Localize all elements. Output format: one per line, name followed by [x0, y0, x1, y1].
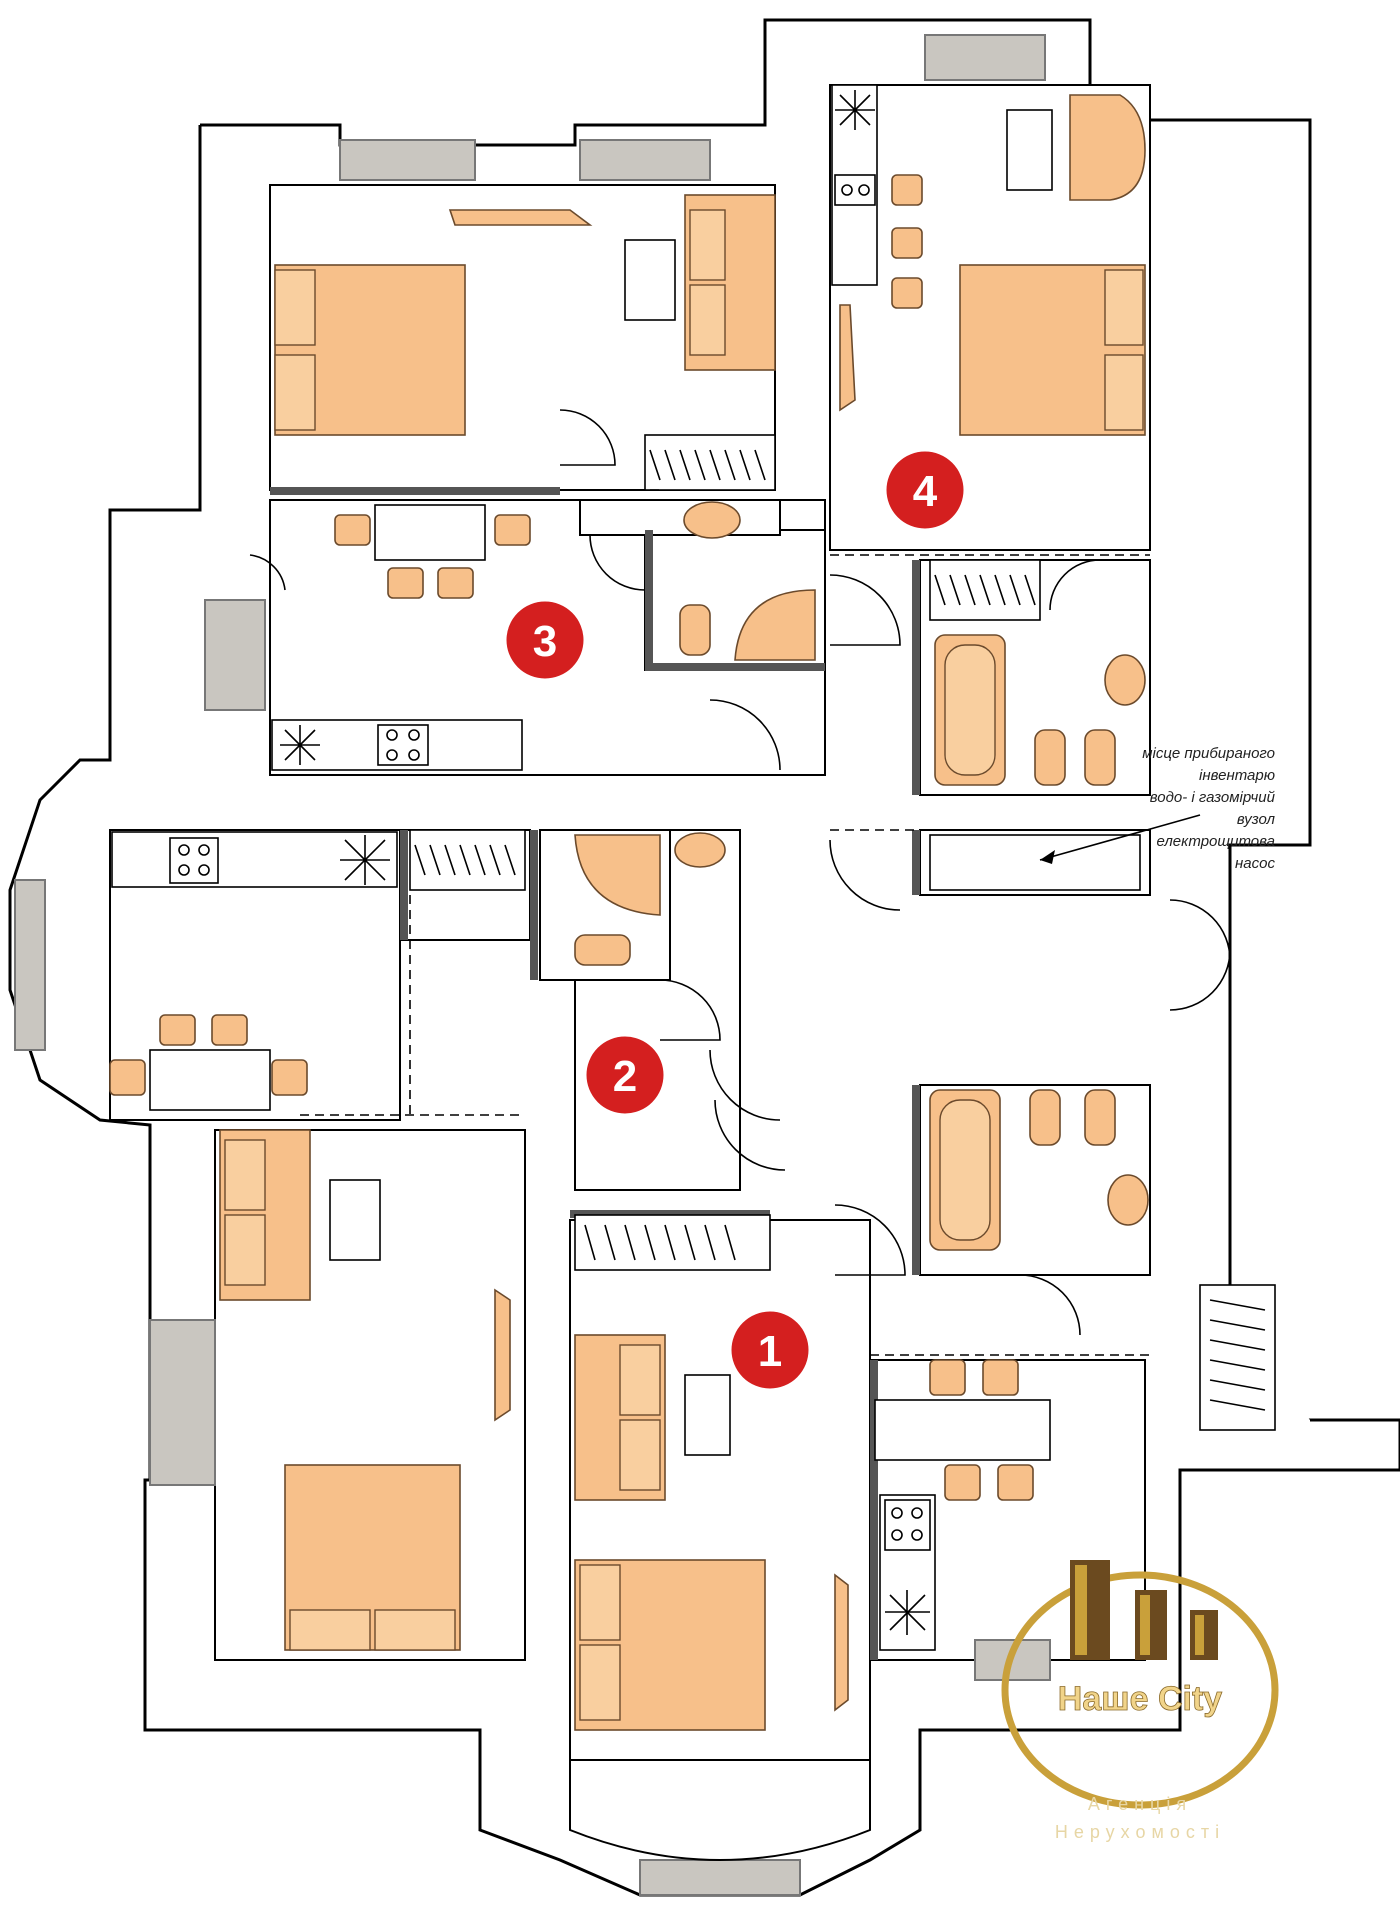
sofa	[684, 194, 776, 371]
window	[339, 139, 476, 181]
kitchenette	[831, 84, 878, 286]
room-number-circle	[503, 598, 587, 682]
logo-name: Наше City	[1058, 1680, 1222, 1718]
kitchen-counter	[879, 1494, 936, 1651]
sofa	[574, 1334, 666, 1501]
badge-1: 1	[728, 1308, 812, 1392]
buildings-icon	[1070, 1560, 1218, 1660]
door	[709, 1049, 781, 1121]
bed	[284, 1464, 461, 1651]
wardrobe	[644, 434, 776, 491]
badge-3: 3	[503, 598, 587, 682]
wardrobe	[929, 559, 1041, 621]
door	[709, 699, 781, 771]
apartment-1	[149, 1049, 1276, 1896]
agency-logo: Наше City Агенція Нерухомості	[1001, 1560, 1279, 1842]
tv-stand	[448, 209, 593, 226]
utility-cabinet	[929, 834, 1141, 891]
room-number: 1	[758, 1327, 782, 1376]
room-number-circle	[583, 1033, 667, 1117]
bed	[959, 264, 1146, 436]
door	[559, 409, 616, 466]
note-line: водо- і газомірчий	[1150, 789, 1276, 806]
window	[14, 879, 46, 1051]
window	[639, 1859, 801, 1896]
kitchen-counter	[111, 831, 398, 888]
coffee-table	[684, 1374, 731, 1456]
desk	[1006, 109, 1053, 191]
room-number: 4	[913, 467, 938, 516]
badge-2: 2	[583, 1033, 667, 1117]
note-line: насос	[1235, 855, 1275, 872]
window	[204, 599, 266, 711]
note-line: місце прибираного	[1142, 745, 1275, 762]
tv-stand	[839, 304, 856, 412]
note-line: вузол	[1237, 811, 1276, 828]
bathroom-fixtures	[934, 634, 1146, 786]
logo-tagline: Агенція	[1088, 1794, 1192, 1814]
note-line: інвентарю	[1199, 767, 1275, 784]
wardrobe	[409, 829, 526, 891]
room-number-circle	[883, 448, 967, 532]
window	[579, 139, 711, 181]
coffee-table	[329, 1179, 381, 1261]
door	[1019, 1274, 1081, 1336]
corridor-3	[579, 499, 781, 536]
chairs	[891, 174, 923, 309]
apartment-4	[709, 34, 1231, 1011]
armchair	[1069, 94, 1146, 201]
window	[149, 1319, 216, 1486]
bed	[274, 264, 466, 436]
chairs	[929, 1359, 1034, 1501]
door	[249, 554, 286, 591]
bathroom-fixtures	[929, 1089, 1149, 1251]
dining-table	[374, 504, 486, 561]
tv-stand	[834, 1573, 849, 1712]
room-number: 3	[533, 617, 557, 666]
bay	[569, 1759, 871, 1861]
bed	[574, 1559, 766, 1731]
kitchen-counter	[271, 719, 523, 771]
bathroom-fixtures	[679, 501, 816, 661]
door	[714, 1099, 786, 1171]
window	[924, 34, 1046, 81]
door	[829, 574, 901, 646]
sofa	[219, 1129, 311, 1301]
room-number: 2	[613, 1052, 637, 1101]
logo-tagline: Нерухомості	[1055, 1822, 1225, 1842]
door	[834, 1204, 906, 1276]
badge-4: 4	[883, 448, 967, 532]
note-line: електрощитова	[1156, 833, 1275, 850]
door	[659, 979, 721, 1041]
door	[829, 839, 901, 911]
chairs	[109, 1014, 308, 1096]
chairs	[334, 514, 531, 599]
utility-note: місце прибираного інвентарю водо- і газо…	[1142, 745, 1275, 872]
door	[589, 534, 646, 591]
apartment-2	[14, 829, 786, 1191]
bathroom-fixtures	[574, 832, 726, 966]
door	[1049, 559, 1101, 611]
dining-table	[149, 1049, 271, 1111]
coffee-table	[624, 239, 676, 321]
wardrobe	[574, 1214, 771, 1271]
bar-counter	[874, 1399, 1051, 1461]
logo-ring	[1001, 1571, 1279, 1809]
storage-shelf	[1199, 1284, 1276, 1431]
door	[1169, 899, 1231, 1011]
apartment-3	[204, 139, 826, 776]
room-number-circle	[728, 1308, 812, 1392]
tv-stand	[494, 1288, 511, 1422]
